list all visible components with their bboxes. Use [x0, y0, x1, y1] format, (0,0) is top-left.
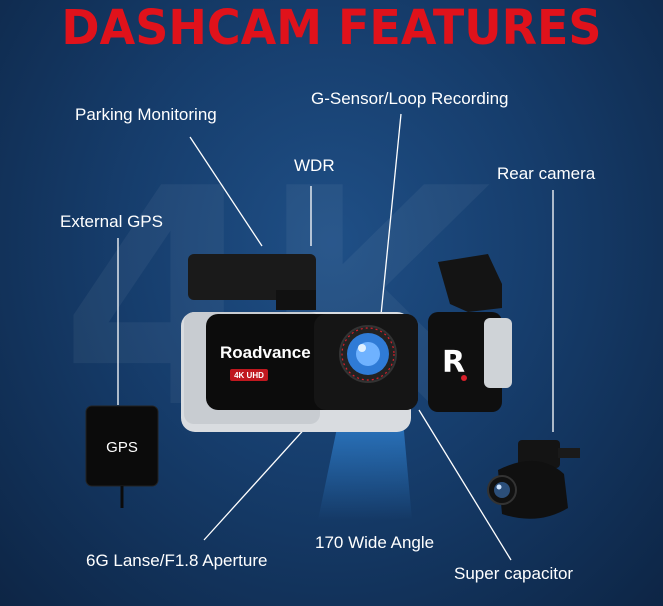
gps-module: GPS — [85, 405, 159, 508]
rear-lens-icon — [494, 482, 510, 498]
dashcam-side-unit: R — [428, 254, 512, 412]
label-wdr: WDR — [294, 156, 335, 175]
page-title: DASHCAM FEATURES — [61, 0, 602, 56]
resolution-badge: 4K UHD — [234, 371, 264, 380]
gps-label: GPS — [106, 439, 138, 456]
callout-line-parking — [189, 136, 263, 247]
dashcam-main-unit: Roadvance 4K UHD — [181, 254, 418, 432]
label-wide-angle: 170 Wide Angle — [315, 533, 435, 552]
label-external-gps: External GPS — [60, 212, 163, 231]
label-super-capacitor: Super capacitor — [454, 564, 574, 583]
callout-line-capacitor — [418, 409, 512, 561]
windshield-mount — [188, 254, 316, 300]
brand-logo: Roadvance — [220, 343, 311, 362]
label-parking-monitoring: Parking Monitoring — [75, 105, 217, 124]
label-rear-camera: Rear camera — [497, 164, 596, 183]
callout-line-gsensor — [377, 113, 402, 346]
label-gsensor-loop-recording: G-Sensor/Loop Recording — [311, 89, 509, 108]
label-lens-aperture: 6G Lanse/F1.8 Aperture — [86, 551, 268, 570]
rear-camera-unit — [487, 440, 580, 519]
rear-logo-icon: R — [442, 345, 465, 380]
